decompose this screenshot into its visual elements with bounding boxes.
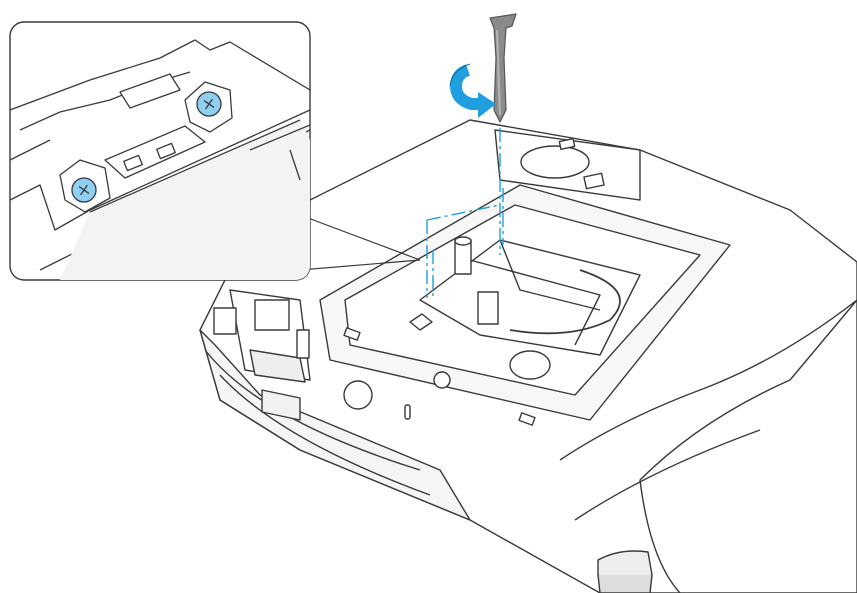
screw-post-right — [477, 291, 499, 325]
screw-icon — [196, 91, 222, 117]
screwdriver-icon — [489, 13, 517, 123]
side-round-port — [343, 380, 373, 410]
connector-port — [254, 299, 290, 331]
alignment-guides — [426, 128, 504, 298]
side-vent — [261, 389, 301, 421]
control-button — [583, 172, 605, 190]
guide-horizontal — [426, 204, 501, 221]
counter-clockwise-arrow-icon — [449, 63, 496, 118]
projector-front-edge — [559, 299, 857, 461]
bay-slot-left — [343, 327, 361, 341]
lock-screw — [433, 371, 451, 389]
inset-detail-callout — [9, 21, 311, 281]
left-side-groove-2 — [219, 374, 431, 496]
connector-port-small — [213, 307, 237, 335]
projector-front-lower-edge — [574, 429, 761, 521]
control-button-2 — [558, 137, 576, 151]
connector-grille — [249, 349, 306, 383]
foot-bottom — [597, 574, 653, 593]
projector-front-right — [639, 299, 857, 593]
control-ring — [520, 145, 590, 179]
bay-slot-right — [518, 412, 536, 426]
bay-diamond — [409, 313, 433, 331]
screw-post-left-top — [454, 236, 472, 246]
lamp-handle-wire — [509, 269, 621, 335]
screw-icon — [71, 177, 97, 203]
projector-left-side — [199, 329, 471, 521]
side-button — [296, 329, 310, 359]
projector-body — [199, 119, 857, 593]
lock-slot — [404, 404, 411, 420]
lamp-housing-ridge-2 — [499, 239, 601, 311]
callout-leader — [299, 214, 421, 271]
bay-circle — [509, 350, 551, 380]
